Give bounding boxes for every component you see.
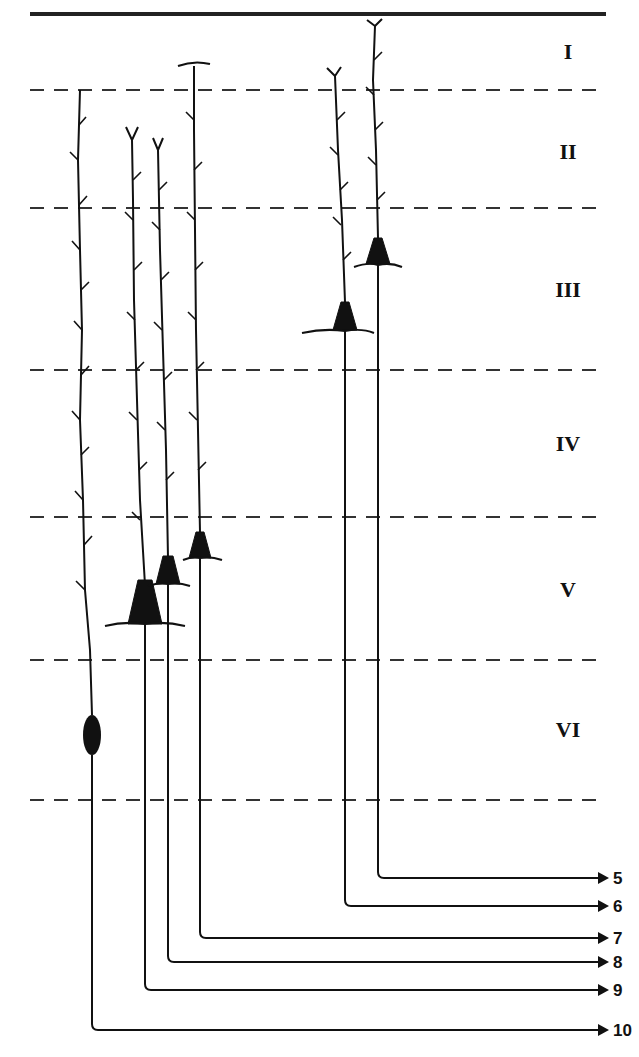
- callout-number: 6: [613, 898, 622, 915]
- callout-number: 10: [613, 1022, 632, 1039]
- layer-boundary: [30, 516, 606, 518]
- layer-label: II: [559, 141, 576, 163]
- layer-boundary: [30, 799, 606, 801]
- callout-number: 9: [613, 982, 622, 999]
- callout-number: 5: [613, 870, 622, 887]
- layer-boundary: [30, 369, 606, 371]
- layer-boundaries: [30, 14, 606, 800]
- pyramidal-neuron: [302, 67, 609, 912]
- layer-boundary: [30, 89, 606, 91]
- layer-label: VI: [556, 719, 580, 741]
- pia-surface: [30, 12, 606, 16]
- layer-label: I: [564, 41, 573, 63]
- fusiform-neuron: [70, 90, 609, 1036]
- pyramidal-neuron: [105, 127, 609, 996]
- neurons: [70, 19, 609, 1036]
- callout-number: 8: [613, 954, 622, 971]
- pyramidal-neuron: [148, 138, 609, 968]
- layer-label: III: [555, 279, 581, 301]
- layer-boundary: [30, 207, 606, 209]
- layer-label: IV: [556, 433, 580, 455]
- callout-number: 7: [613, 930, 622, 947]
- pyramidal-neuron: [178, 62, 609, 944]
- layer-boundary: [30, 659, 606, 661]
- pyramidal-neuron: [354, 19, 609, 884]
- layer-label: V: [560, 579, 576, 601]
